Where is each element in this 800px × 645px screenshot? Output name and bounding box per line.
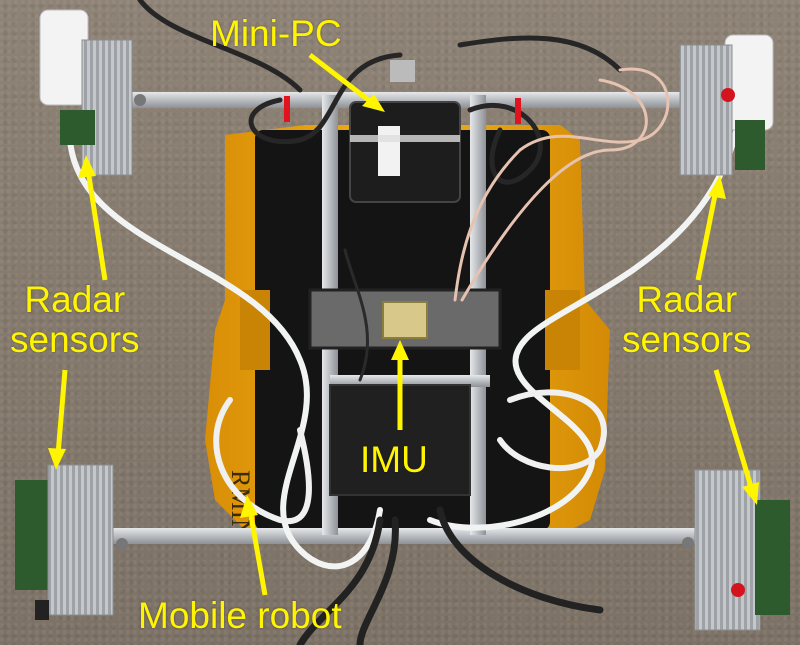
radar-sensor-top-right: [679, 34, 774, 176]
imu-label: IMU: [360, 439, 428, 480]
radar-label-left-line1: Radar: [24, 279, 126, 320]
radar-label-right-line2: sensors: [622, 319, 752, 360]
radar-label-right-line1: Radar: [636, 279, 738, 320]
radar-sensor-bottom-left: [15, 464, 114, 620]
radar-sensor-bottom-right: [694, 469, 790, 631]
mini-pc-label: Mini-PC: [210, 13, 342, 54]
annotation-arrows: [48, 53, 759, 596]
cable-tie: [284, 96, 290, 122]
mobile-robot-label: Mobile robot: [138, 595, 342, 636]
radar-label-left-line2: sensors: [10, 319, 140, 360]
radar-sensors-label-right: Radar sensors: [622, 280, 752, 360]
radar-sensors-label-left: Radar sensors: [10, 280, 140, 360]
radar-sensor-top-left: [39, 9, 133, 176]
cables: [67, 0, 743, 645]
mini-pc-device: [349, 60, 461, 203]
cable-tie: [515, 98, 521, 124]
imu-mount: [308, 288, 502, 496]
